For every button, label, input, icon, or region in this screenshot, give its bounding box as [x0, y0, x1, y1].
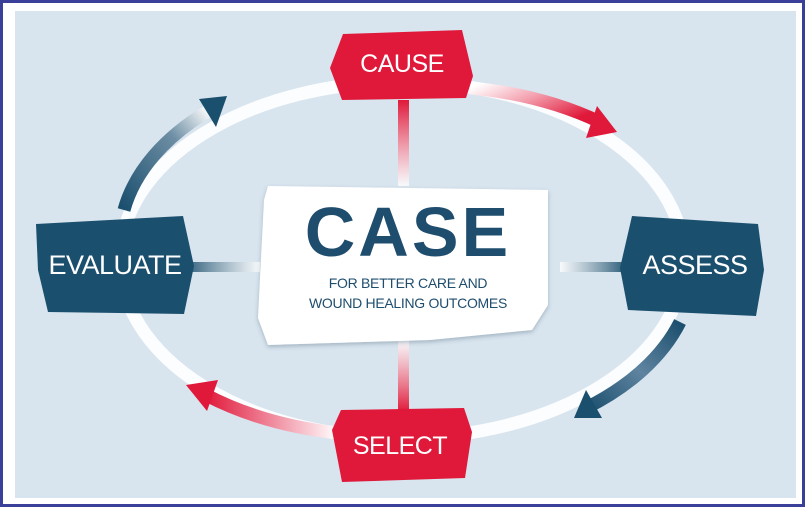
- step-label-select: SELECT: [352, 432, 448, 460]
- center-title: CASE: [304, 193, 512, 271]
- spoke-right: [560, 262, 630, 272]
- step-box-cause: [330, 30, 473, 100]
- spoke-bottom: [398, 340, 409, 412]
- step-box-select: [332, 408, 472, 482]
- step-label-assess: ASSESS: [642, 250, 748, 280]
- arc-evaluate-to-cause: [117, 104, 214, 212]
- arc-cause-to-assess: [469, 81, 603, 128]
- arrow-to-assess-icon: [586, 106, 617, 138]
- center-subtitle-line-1: FOR BETTER CARE AND: [328, 275, 488, 291]
- step-label-evaluate: EVALUATE: [48, 250, 182, 280]
- spoke-top: [398, 100, 409, 186]
- arrow-to-cause-icon: [199, 96, 227, 127]
- center-subtitle: FOR BETTER CARE AND WOUND HEALING OUTCOM…: [268, 273, 548, 313]
- arrow-to-select-icon: [574, 390, 602, 418]
- step-box-evaluate: [36, 216, 194, 314]
- step-box-assess: [620, 216, 764, 316]
- center-card: [258, 186, 548, 345]
- arc-assess-to-select: [583, 319, 686, 414]
- arc-select-to-evaluate: [203, 389, 339, 440]
- spoke-left: [180, 262, 260, 272]
- center-subtitle-line-2: WOUND HEALING OUTCOMES: [309, 295, 507, 311]
- arrow-to-evaluate-icon: [186, 380, 218, 411]
- step-label-cause: CAUSE: [360, 50, 444, 78]
